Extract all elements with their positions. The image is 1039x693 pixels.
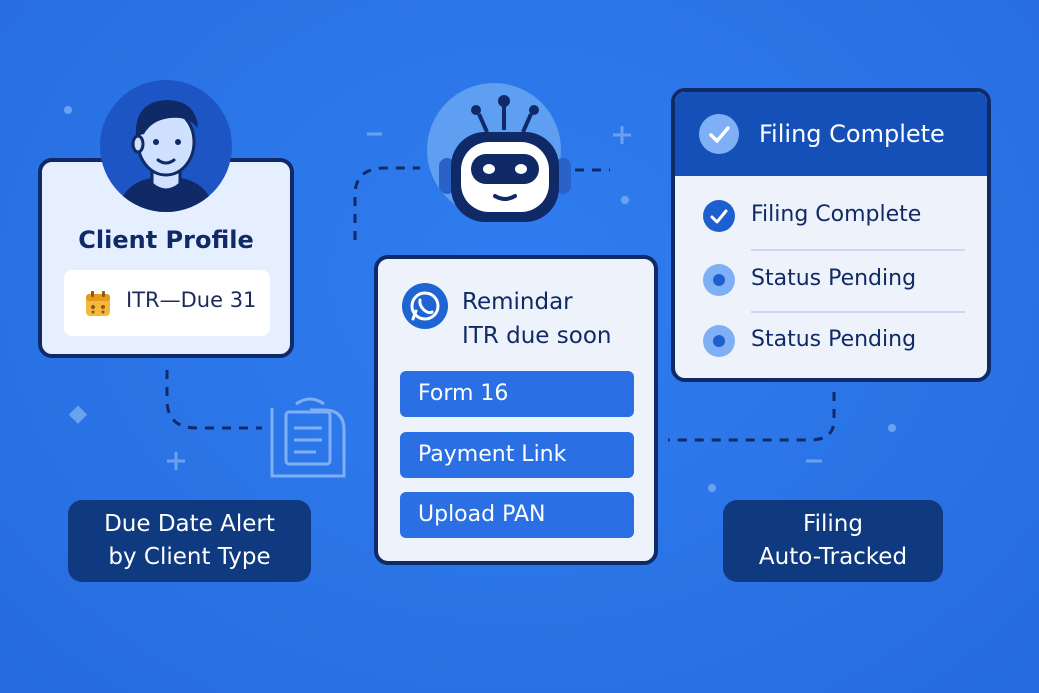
label-line: by Client Type — [108, 544, 271, 570]
filing-header-title: Filing Complete — [759, 120, 945, 148]
filing-row-label: Filing Complete — [751, 202, 922, 227]
whatsapp-icon — [402, 283, 448, 329]
document-icon — [270, 397, 346, 478]
client-avatar — [100, 80, 232, 212]
robot-icon — [439, 95, 571, 222]
deco-dot — [888, 424, 896, 432]
client-profile-title: Client Profile — [78, 226, 254, 254]
deco-dot — [64, 106, 72, 114]
due-date-alert-label: Due Date Alert by Client Type — [68, 500, 311, 582]
due-date-pill: ITR—Due 31 — [64, 270, 270, 336]
deco-dot — [621, 196, 629, 204]
dot-icon — [703, 325, 735, 357]
filing-header: Filing Complete — [675, 92, 987, 176]
due-date-text: ITR—Due 31 — [126, 288, 257, 312]
calendar-icon — [86, 291, 110, 316]
filing-status-card: Filing Complete Filing Complete Status P… — [671, 88, 991, 382]
filing-row-label: Status Pending — [751, 327, 917, 352]
upload-pan-button[interactable]: Upload PAN — [400, 492, 634, 538]
connector-robot-to-left — [353, 166, 420, 240]
form16-button[interactable]: Form 16 — [400, 371, 634, 417]
label-line: Auto-Tracked — [758, 544, 908, 570]
check-icon — [703, 200, 735, 232]
connector-filing-to-reminder — [668, 392, 836, 442]
filing-row-label: Status Pending — [751, 266, 917, 291]
divider — [751, 311, 965, 313]
connector-client-to-doc — [165, 370, 262, 430]
check-icon — [699, 114, 739, 154]
label-line: Due Date Alert — [104, 511, 275, 537]
label-line: Filing — [803, 511, 863, 537]
user-avatar-icon — [118, 100, 214, 212]
divider — [751, 249, 965, 251]
deco-diamond — [68, 405, 88, 424]
reminder-subtitle: ITR due soon — [462, 323, 612, 349]
reminder-card: Remindar ITR due soon Form 16 Payment Li… — [374, 255, 658, 565]
payment-link-button[interactable]: Payment Link — [400, 432, 634, 478]
deco-plus — [167, 452, 185, 470]
client-profile-card: Client Profile ITR—Due 31 — [38, 158, 294, 358]
deco-plus — [613, 126, 631, 144]
filing-auto-tracked-label: Filing Auto-Tracked — [723, 500, 943, 582]
reminder-title: Remindar — [462, 289, 573, 315]
deco-dot — [708, 484, 716, 492]
dot-icon — [703, 264, 735, 296]
